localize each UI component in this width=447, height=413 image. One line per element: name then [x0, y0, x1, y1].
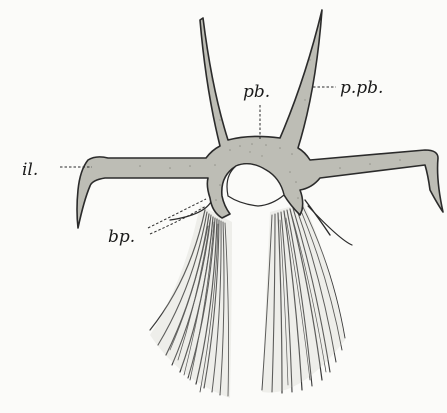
label-il: il.: [22, 160, 38, 180]
left-fin-membrane: [150, 205, 232, 398]
label-ppb: p.pb.: [340, 78, 383, 98]
label-pb: pb.: [243, 82, 270, 102]
label-bp: bp.: [108, 227, 135, 247]
right-fin-membrane: [262, 203, 345, 393]
